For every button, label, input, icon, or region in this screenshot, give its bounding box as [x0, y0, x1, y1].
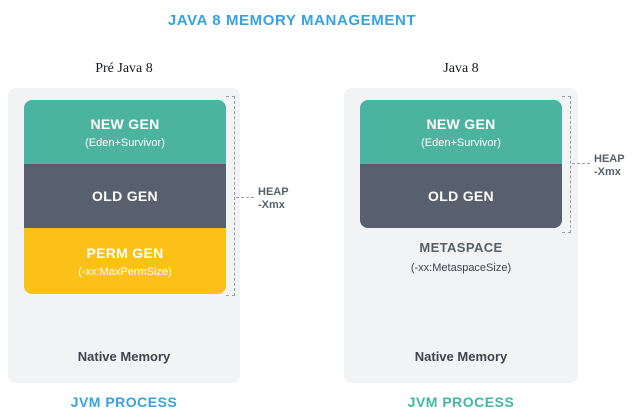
right-panel-heading: Java 8 — [443, 61, 479, 76]
new-gen-block: NEW GEN (Eden+Survivor) — [24, 100, 226, 164]
old-gen-label: OLD GEN — [428, 188, 494, 204]
pre-java8-jvm-process-panel: NEW GEN (Eden+Survivor) OLD GEN PERM GEN… — [8, 88, 240, 383]
new-gen-block: NEW GEN (Eden+Survivor) — [360, 100, 562, 164]
old-gen-block: OLD GEN — [360, 164, 562, 228]
new-gen-label: NEW GEN — [426, 115, 496, 132]
heap-xmx-annotation: HEAP -Xmx — [594, 153, 625, 179]
heap-annotation-line2: -Xmx — [258, 199, 285, 211]
heap-xmx-annotation: HEAP -Xmx — [258, 186, 289, 212]
old-gen-label: OLD GEN — [92, 188, 158, 204]
heap-annotation-line2: -Xmx — [594, 166, 621, 178]
native-memory-label: Native Memory — [414, 349, 508, 364]
heap-annotation-line1: HEAP — [594, 153, 625, 165]
java8-memory-blocks: NEW GEN (Eden+Survivor) OLD GEN — [360, 100, 562, 228]
heap-bracket-connector — [572, 163, 590, 164]
jvm-process-caption: JVM PROCESS — [70, 394, 178, 410]
perm-gen-subtitle: (-xx:MaxPermSize) — [78, 265, 172, 278]
heap-bracket — [562, 96, 571, 233]
new-gen-label: NEW GEN — [90, 115, 160, 132]
new-gen-subtitle: (Eden+Survivor) — [85, 136, 165, 149]
old-gen-block: OLD GEN — [24, 164, 226, 228]
new-gen-subtitle: (Eden+Survivor) — [421, 136, 501, 149]
page-title: JAVA 8 MEMORY MANAGEMENT — [167, 12, 417, 29]
heap-bracket-connector — [236, 197, 254, 198]
jvm-process-caption: JVM PROCESS — [407, 394, 515, 410]
native-memory-label: Native Memory — [77, 349, 171, 364]
metaspace-label: METASPACE — [419, 240, 503, 255]
heap-bracket — [226, 96, 235, 296]
left-panel-heading: Pré Java 8 — [95, 61, 153, 76]
java8-jvm-process-panel: NEW GEN (Eden+Survivor) OLD GEN METASPAC… — [344, 88, 578, 383]
heap-annotation-line1: HEAP — [258, 186, 289, 198]
perm-gen-label: PERM GEN — [86, 244, 164, 261]
metaspace-subtitle: (-xx:MetaspaceSize) — [410, 262, 512, 274]
pre-java8-memory-blocks: NEW GEN (Eden+Survivor) OLD GEN PERM GEN… — [24, 100, 226, 294]
perm-gen-block: PERM GEN (-xx:MaxPermSize) — [24, 228, 226, 294]
